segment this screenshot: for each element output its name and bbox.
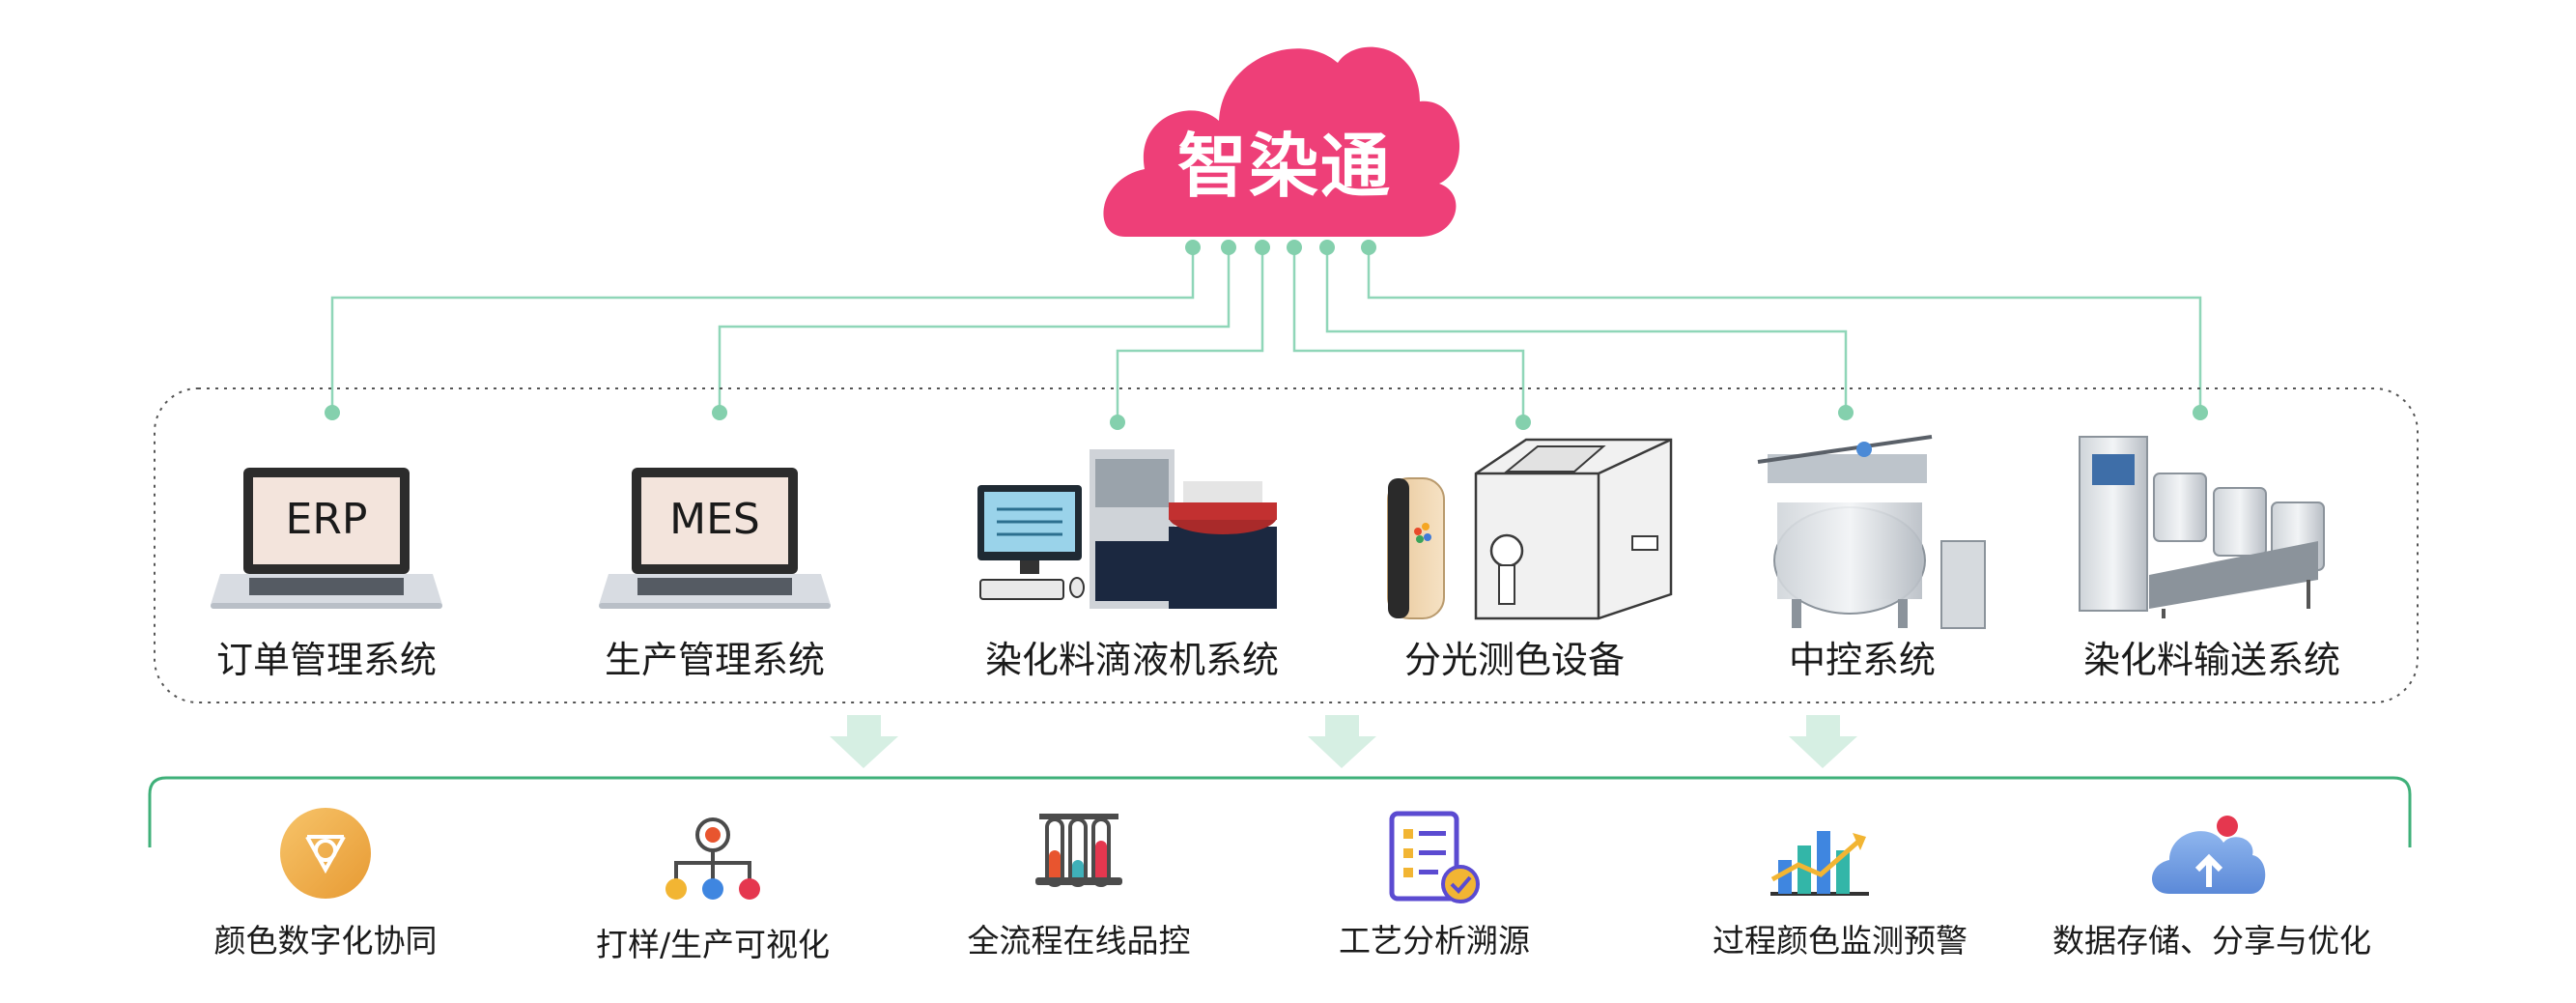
mes-screen-text: MES <box>669 495 760 544</box>
system-label-dispenser: 染化料滴液机系统 <box>984 639 1279 681</box>
feature-label-color-digital: 颜色数字化协同 <box>213 922 438 960</box>
system-label-central-control: 中控系统 <box>1788 639 1936 681</box>
chart-icon <box>1770 831 1869 896</box>
laptop-icon <box>599 468 831 609</box>
system-label-conveyor: 染化料输送系统 <box>2082 639 2340 681</box>
connector-dots <box>325 240 2208 430</box>
cloud-upload-icon <box>2152 816 2266 894</box>
checklist-icon <box>1389 811 1480 903</box>
palette-icon <box>280 808 371 899</box>
system-label-production: 生产管理系统 <box>604 639 825 681</box>
feature-label-data-storage: 数据存储、分享与优化 <box>2052 922 2371 960</box>
test-tubes-icon <box>1035 814 1122 887</box>
feature-label-monitoring: 过程颜色监测预警 <box>1713 922 1967 960</box>
systems-container <box>154 387 2419 703</box>
down-arrows <box>830 715 1857 768</box>
dispenser-machine-icon <box>977 449 1277 609</box>
spectrophotometer-icon <box>1387 438 1673 620</box>
features-bracket <box>148 776 2412 847</box>
feature-label-quality-control: 全流程在线品控 <box>967 922 1191 960</box>
network-gear-icon <box>665 817 760 900</box>
cloud-title: 智染通 <box>1176 126 1392 207</box>
erp-screen-text: ERP <box>285 495 368 544</box>
feature-label-traceability: 工艺分析溯源 <box>1339 922 1530 960</box>
laptop-icon <box>211 468 442 609</box>
system-label-spectrophotometer: 分光测色设备 <box>1403 639 1625 681</box>
connector-lines <box>330 247 2202 422</box>
system-label-order: 订单管理系统 <box>215 639 437 681</box>
dyeing-machine-icon <box>1757 435 1986 629</box>
feature-label-visualization: 打样/生产可视化 <box>595 926 831 963</box>
cloud-icon <box>1103 46 1460 237</box>
conveyor-system-icon <box>2079 436 2325 618</box>
